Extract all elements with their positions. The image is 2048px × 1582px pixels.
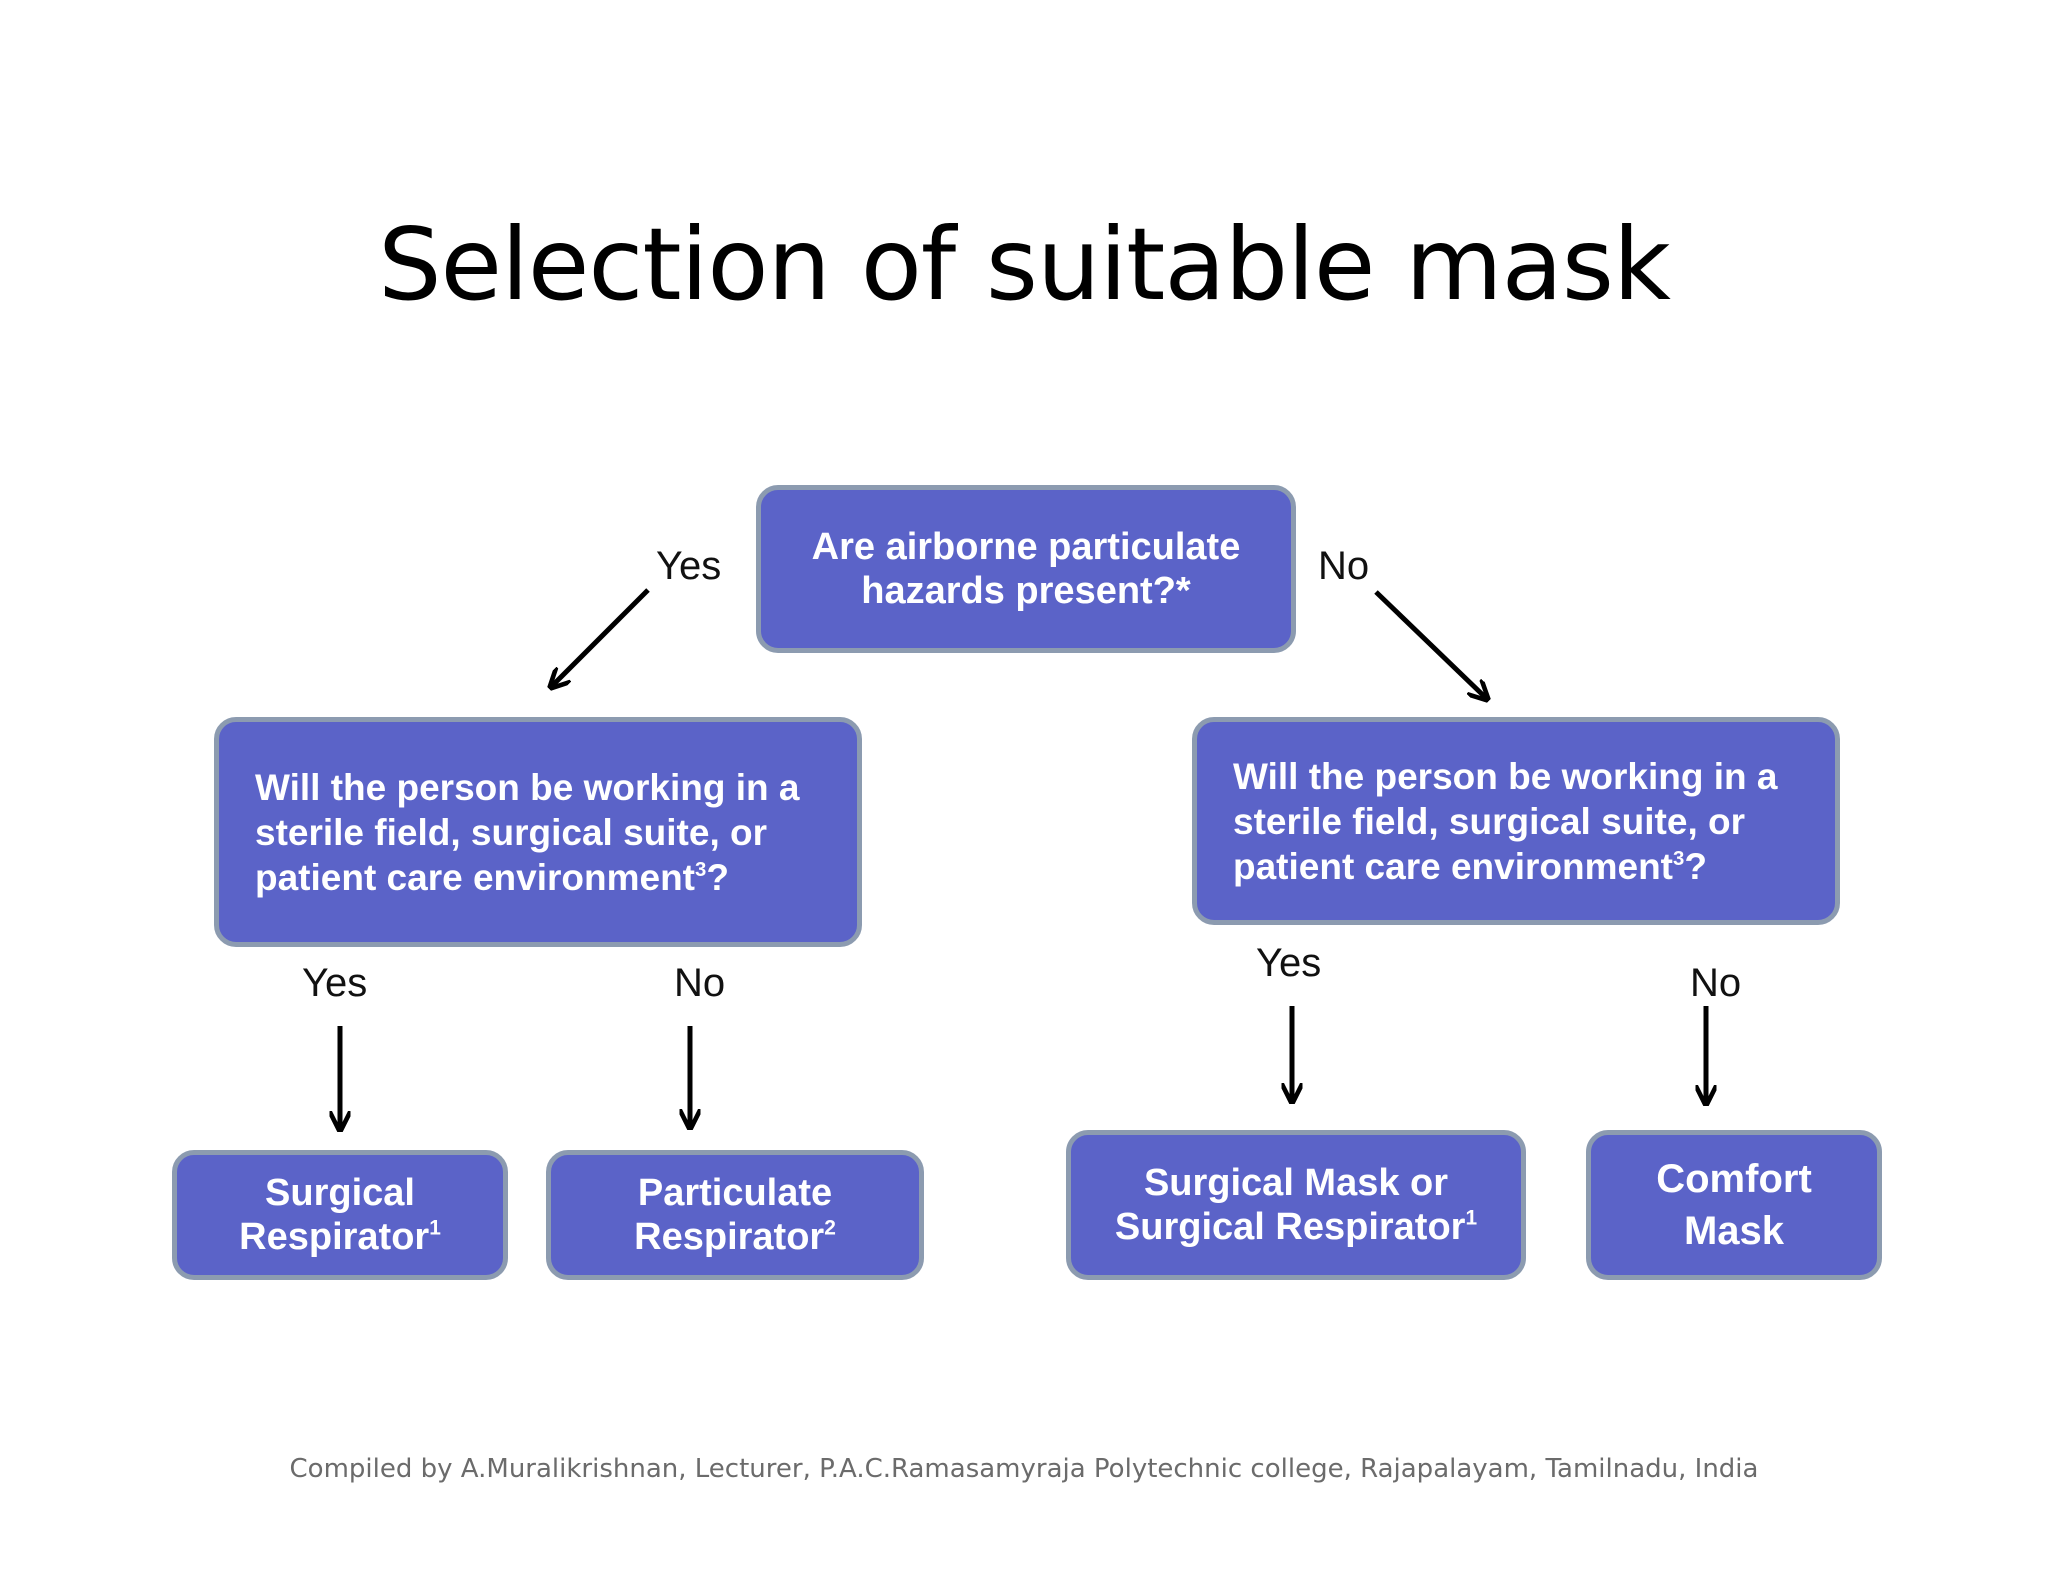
arrow-root-no xyxy=(1374,590,1486,698)
label-right-no: No xyxy=(1690,961,1742,1005)
node-sterile-field-left: Will the person be working in a sterile … xyxy=(214,717,862,947)
label-left-yes: Yes xyxy=(302,961,368,1005)
outcome-surgical-respirator-text: Surgical Respirator1 xyxy=(239,1172,441,1258)
outcome-particulate-respirator: Particulate Respirator2 xyxy=(546,1150,924,1280)
outcome-surgical-mask-or-respirator: Surgical Mask or Surgical Respirator1 xyxy=(1066,1130,1526,1280)
label-right-yes: Yes xyxy=(1256,941,1322,985)
outcome-particulate-respirator-text: Particulate Respirator2 xyxy=(634,1172,836,1258)
node-sterile-field-right: Will the person be working in a sterile … xyxy=(1192,717,1840,925)
label-root-yes: Yes xyxy=(656,544,722,588)
footer-credit: Compiled by A.Muralikrishnan, Lecturer, … xyxy=(289,1454,1759,1484)
outcome-surgical-mask-or-respirator-text: Surgical Mask or Surgical Respirator1 xyxy=(1114,1162,1478,1248)
node-airborne-hazards-text: Are airborne particulate hazards present… xyxy=(811,526,1241,612)
outcome-comfort-mask-text: Comfort Mask xyxy=(1656,1157,1812,1253)
node-sterile-field-right-text: Will the person be working in a sterile … xyxy=(1233,755,1778,887)
node-airborne-hazards: Are airborne particulate hazards present… xyxy=(756,485,1296,653)
label-root-no: No xyxy=(1318,544,1370,588)
node-sterile-field-left-text: Will the person be working in a sterile … xyxy=(255,766,800,898)
slide-title: Selection of suitable mask xyxy=(378,206,1671,323)
outcome-surgical-respirator: Surgical Respirator1 xyxy=(172,1150,508,1280)
label-left-no: No xyxy=(674,961,726,1005)
outcome-comfort-mask: Comfort Mask xyxy=(1586,1130,1882,1280)
arrow-root-yes xyxy=(552,588,650,686)
